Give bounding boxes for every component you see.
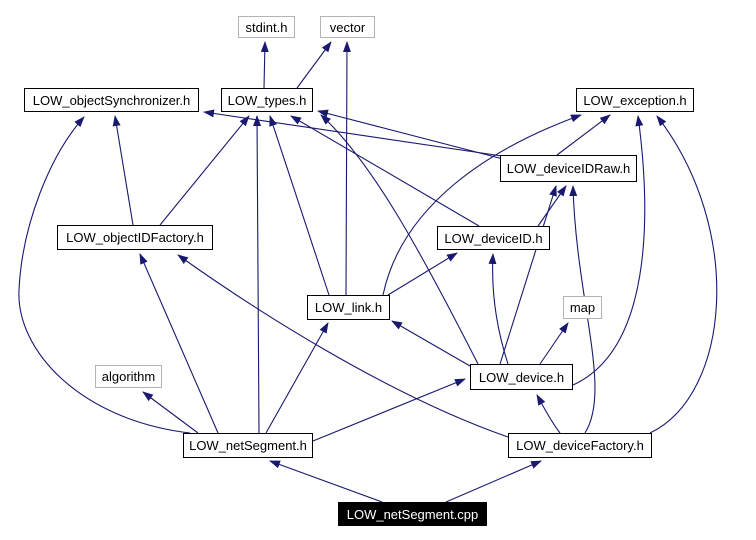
- edge-netSegment-to-types: [253, 115, 262, 434]
- edge-deviceFactory-to-objectIDFactory: [177, 254, 509, 438]
- edge-link-to-types: [269, 115, 330, 296]
- edge-link-to-vector: [342, 41, 351, 296]
- edge-deviceIDRaw-to-exception: [556, 114, 611, 156]
- edge-device-to-link: [391, 320, 471, 367]
- node-deviceFactory[interactable]: LOW_deviceFactory.h: [508, 433, 652, 458]
- edge-device-to-deviceIDRaw: [499, 185, 557, 365]
- edge-deviceFactory-to-exception: [649, 115, 718, 434]
- edge-netSegment-to-objectSynchronizer: [18, 116, 191, 434]
- node-vector: vector: [320, 16, 375, 38]
- edge-deviceID-to-types: [290, 115, 480, 227]
- node-deviceIDRaw[interactable]: LOW_deviceIDRaw.h: [500, 155, 637, 182]
- edge-device-to-exception: [572, 115, 646, 386]
- edge-device-to-map: [539, 322, 569, 365]
- edge-netSegmentCpp-to-netSegment: [269, 460, 383, 503]
- edge-netSegment-to-link: [265, 322, 329, 434]
- edge-netSegmentCpp-to-deviceFactory: [445, 460, 542, 503]
- edge-deviceFactory-to-deviceIDRaw: [569, 185, 596, 434]
- edge-deviceFactory-to-device: [536, 394, 561, 434]
- node-exception[interactable]: LOW_exception.h: [576, 88, 694, 112]
- node-stdint: stdint.h: [238, 16, 295, 38]
- edge-link-to-exception: [382, 114, 582, 296]
- edge-types-to-vector: [296, 41, 332, 89]
- node-netSegmentCpp: LOW_netSegment.cpp: [338, 502, 487, 526]
- node-algorithm: algorithm: [95, 365, 162, 388]
- edge-objectIDFactory-to-objectSynchronizer: [112, 115, 134, 226]
- node-map: map: [563, 296, 602, 319]
- edge-device-to-deviceID: [488, 253, 509, 365]
- edge-link-to-deviceID: [387, 252, 458, 296]
- edge-netSegment-to-device: [312, 378, 466, 442]
- edge-deviceIDRaw-to-types: [317, 109, 504, 160]
- node-objectIDFactory[interactable]: LOW_objectIDFactory.h: [57, 225, 213, 250]
- node-deviceID[interactable]: LOW_deviceID.h: [437, 226, 550, 250]
- edge-types-to-stdint: [260, 41, 269, 89]
- edge-objectIDFactory-to-types: [159, 115, 250, 226]
- edge-netSegment-to-algorithm: [142, 391, 199, 434]
- node-device[interactable]: LOW_device.h: [470, 364, 573, 390]
- node-link[interactable]: LOW_link.h: [307, 295, 390, 320]
- node-netSegment[interactable]: LOW_netSegment.h: [183, 433, 313, 458]
- node-types[interactable]: LOW_types.h: [221, 88, 313, 112]
- edge-deviceID-to-deviceIDRaw: [537, 185, 567, 227]
- edge-device-to-types: [320, 114, 479, 365]
- edge-netSegment-to-objectIDFactory: [139, 253, 219, 434]
- node-objectSynchronizer[interactable]: LOW_objectSynchronizer.h: [24, 88, 199, 112]
